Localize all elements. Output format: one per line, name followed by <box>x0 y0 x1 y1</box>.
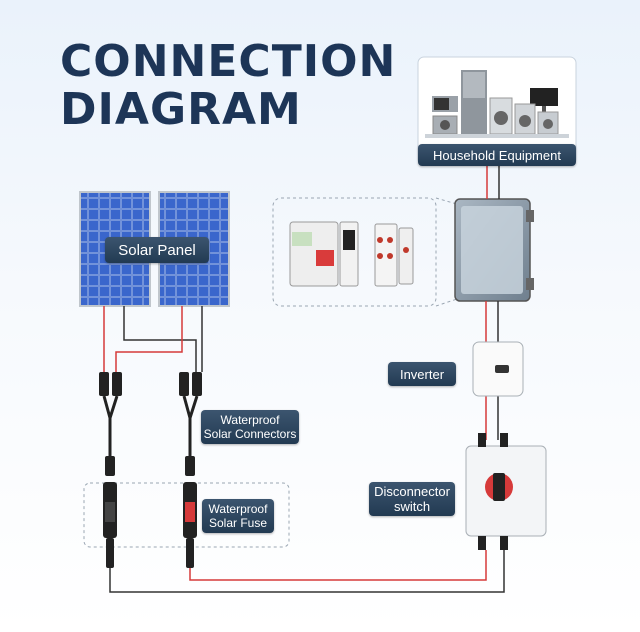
disconnector-switch-icon <box>465 433 547 550</box>
disconnector-switch-label: Disconnector switch <box>369 482 455 516</box>
disconnector-switch-line-2: switch <box>393 499 431 514</box>
fuse-icon <box>103 482 197 568</box>
waterproof-fuse-line-2: Solar Fuse <box>208 516 268 530</box>
title-line-1: CONNECTION <box>60 36 397 87</box>
relay-module-icon <box>374 223 414 287</box>
controller-modules-image <box>272 197 461 307</box>
inverter-label: Inverter <box>388 362 456 386</box>
microwave-icon <box>432 96 458 112</box>
inverter-icon <box>472 341 524 397</box>
mc4-connector-icon <box>99 372 202 476</box>
waterproof-connectors-label: Waterproof Solar Connectors <box>201 410 299 444</box>
disconnector-switch-line-1: Disconnector <box>374 484 450 499</box>
solar-panel-text: Solar Panel <box>118 241 196 259</box>
waterproof-connectors-line-1: Waterproof <box>220 413 280 427</box>
waterproof-connectors-line-2: Solar Connectors <box>203 427 297 441</box>
household-equipment-text: Household Equipment <box>433 147 561 163</box>
waterproof-fuse-line-1: Waterproof <box>208 502 268 516</box>
enclosure-box-icon <box>454 198 534 302</box>
solar-panel-label: Solar Panel <box>105 237 209 263</box>
page-title: CONNECTION DIAGRAM <box>60 38 396 134</box>
inverter-text: Inverter <box>399 366 445 382</box>
household-equipment-label: Household Equipment <box>418 144 576 166</box>
fridge-icon <box>461 70 487 134</box>
title-line-2: DIAGRAM <box>60 84 302 135</box>
waterproof-fuse-label: Waterproof Solar Fuse <box>202 499 274 533</box>
tv-icon <box>530 88 558 112</box>
breaker-icon <box>289 221 359 287</box>
household-equipment-image <box>417 56 577 166</box>
